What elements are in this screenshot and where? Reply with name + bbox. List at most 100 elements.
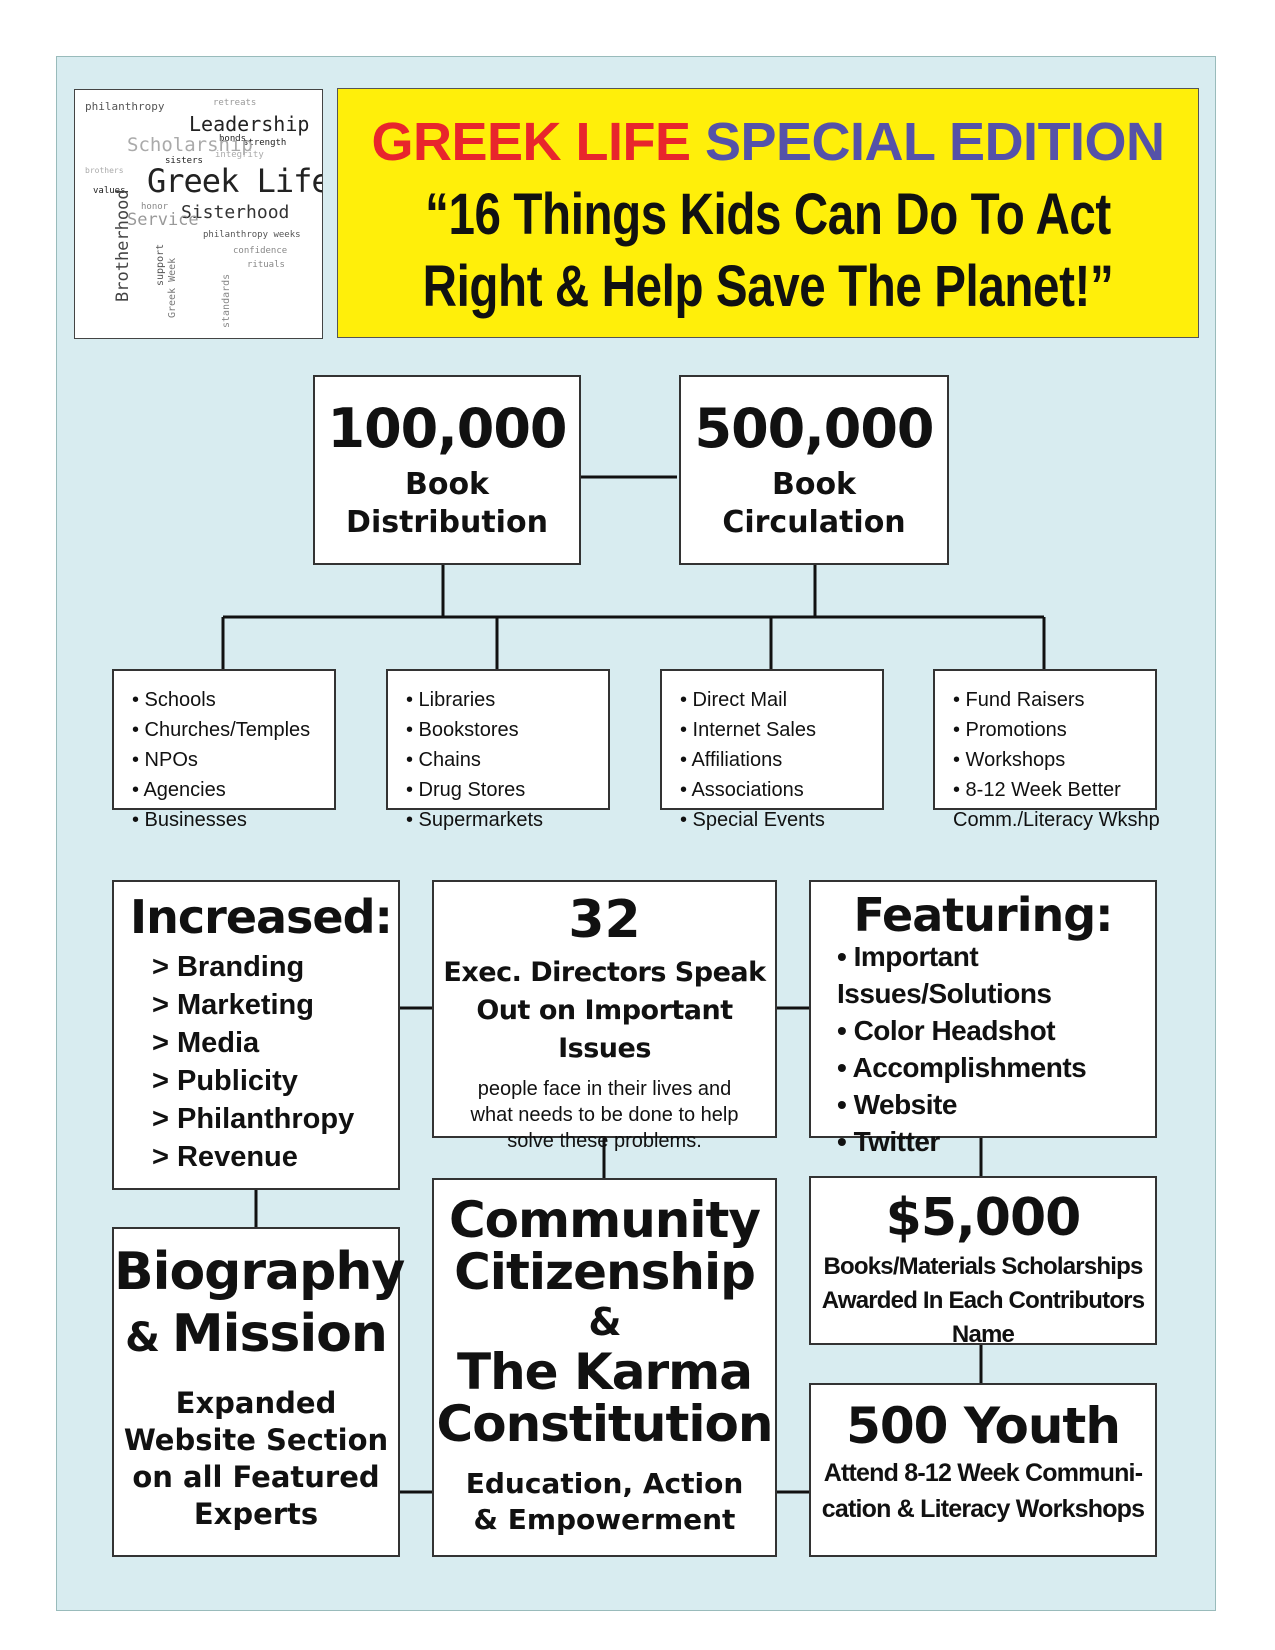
scholarship-box: $5,000 Books/Materials Scholarships Awar… (809, 1176, 1157, 1348)
list-item: • Associations (680, 779, 804, 801)
cloud-word: Brotherhood (113, 189, 133, 302)
community-title-line: Constitution (436, 1395, 774, 1453)
list-item: > Branding (152, 951, 305, 983)
list-item: • Website (837, 1089, 957, 1120)
circulation-label-line: Book (771, 467, 857, 502)
list-item: > Philanthropy (152, 1103, 355, 1135)
circulation-label: Book Circulation (681, 466, 947, 542)
edition-heading-red: GREEK LIFE (371, 112, 691, 172)
list-item: • Schools (132, 689, 216, 711)
biography-title-line: Biography (114, 1242, 405, 1302)
biography-mission: Mission (171, 1304, 388, 1364)
biography-title: Biography & Mission (114, 1241, 405, 1369)
featuring-list: • Important Issues/Solutions • Color Hea… (837, 938, 1155, 1160)
directors-desc-line: what needs to be done to help (470, 1104, 739, 1126)
cloud-word: Greek Week (167, 257, 178, 318)
community-subtitle-line: Education, Action (465, 1467, 744, 1500)
distribution-label-line: Distribution (346, 505, 548, 540)
featuring-box: Featuring: • Important Issues/Solutions … (809, 880, 1157, 1157)
circulation-label-line: Circulation (722, 505, 906, 540)
distribution-number: 100,000 (327, 397, 568, 460)
distribution-box: 100,000 Book Distribution (313, 375, 581, 565)
edition-heading-blue: SPECIAL EDITION (704, 112, 1165, 172)
youth-box: 500 Youth Attend 8-12 Week Communi- cati… (809, 1383, 1157, 1557)
youth-line: Attend 8-12 Week Communi- (823, 1459, 1143, 1487)
channel-list-2: • Libraries • Bookstores • Chains • Drug… (386, 669, 610, 831)
cloud-word: Service (127, 210, 199, 230)
list-item: • Affiliations (680, 749, 783, 771)
community-subtitle: Education, Action & Empowerment (434, 1466, 775, 1538)
cloud-word: support (155, 243, 166, 286)
directors-title-line: Exec. Directors Speak (443, 957, 766, 988)
list-item: • Twitter (837, 1126, 940, 1157)
cloud-word: philanthropy weeks (203, 230, 301, 240)
biography-desc-line: Experts (193, 1497, 319, 1531)
biography-description: Expanded Website Section on all Featured… (114, 1385, 398, 1533)
circulation-box: 500,000 Book Circulation (679, 375, 949, 565)
biography-title-line2: & Mission (114, 1303, 398, 1369)
directors-desc-line: people face in their lives and (477, 1078, 732, 1100)
list-item: • Drug Stores (406, 779, 526, 801)
title-banner: GREEK LIFE SPECIAL EDITION “16 Things Ki… (337, 88, 1199, 338)
increased-list: > Branding > Marketing > Media > Publici… (152, 948, 398, 1176)
youth-description: Attend 8-12 Week Communi- cation & Liter… (811, 1455, 1155, 1527)
list-item: • Supermarkets (406, 809, 544, 831)
list-item: • Workshops (953, 749, 1066, 771)
community-ampersand: & (588, 1300, 621, 1344)
cloud-word: Sisterhood (181, 202, 290, 223)
list-item: Comm./Literacy Wkshp (953, 809, 1160, 831)
cloud-word: bonds (219, 134, 247, 144)
increased-heading: Increased: (130, 890, 393, 944)
community-box: Community Citizenship & The Karma Consti… (432, 1178, 777, 1557)
distribution-label-line: Book (404, 467, 490, 502)
directors-desc-line: solve these problems. (507, 1130, 702, 1152)
list-item: • Important Issues/Solutions (837, 941, 1052, 1009)
edition-heading: GREEK LIFE SPECIAL EDITION (338, 111, 1198, 173)
scholarship-description: Books/Materials Scholarships Awarded In … (811, 1250, 1155, 1352)
biography-desc-line: Expanded (175, 1386, 337, 1420)
cloud-word: honor (141, 202, 169, 212)
list-item: • Promotions (953, 719, 1067, 741)
cloud-word: standards (221, 273, 232, 328)
book-title-line: “16 Things Kids Can Do To Act (425, 182, 1111, 247)
list-item: > Revenue (152, 1141, 298, 1173)
channel-list-3: • Direct Mail • Internet Sales • Affilia… (660, 669, 884, 831)
list-item: • Internet Sales (680, 719, 816, 741)
list-item: • Color Headshot (837, 1015, 1056, 1046)
community-subtitle-line: & Empowerment (473, 1503, 736, 1536)
directors-title: Exec. Directors Speak Out on Important I… (434, 954, 775, 1068)
list-item: • Agencies (132, 779, 226, 801)
list-item: • Libraries (406, 689, 496, 711)
scholarship-line: Awarded In Each Contributors Name (821, 1287, 1145, 1348)
list-item: • Fund Raisers (953, 689, 1085, 711)
directors-number: 32 (568, 890, 641, 950)
increased-box: Increased: > Branding > Marketing > Medi… (112, 880, 400, 1190)
list-item: • NPOs (132, 749, 198, 771)
biography-box: Biography & Mission Expanded Website Sec… (112, 1227, 405, 1557)
cloud-word: rituals (247, 260, 285, 270)
biography-ampersand: & (125, 1315, 172, 1361)
biography-desc-line: Website Section (123, 1423, 389, 1457)
cloud-word: confidence (233, 246, 288, 256)
list-item: > Marketing (152, 989, 314, 1021)
community-title-line: The Karma (456, 1343, 753, 1401)
cloud-word: philanthropy (85, 100, 165, 113)
community-title-line: Community (448, 1191, 761, 1249)
biography-desc-line: on all Featured (132, 1460, 380, 1494)
directors-box: 32 Exec. Directors Speak Out on Importan… (432, 880, 777, 1152)
cloud-word: Scholarship (127, 134, 253, 156)
cloud-word: retreats (213, 98, 257, 108)
book-title-line: Right & Help Save The Planet!” (422, 254, 1114, 319)
scholarship-line: Books/Materials Scholarships (823, 1253, 1143, 1280)
directors-description: people face in their lives and what need… (434, 1076, 775, 1154)
youth-heading: 500 Youth (846, 1397, 1121, 1455)
youth-line: cation & Literacy Workshops (821, 1495, 1145, 1523)
cloud-word: strength (243, 138, 287, 148)
list-item: • Accomplishments (837, 1052, 1087, 1083)
cloud-word: Leadership (189, 112, 310, 136)
cloud-word: integrity (215, 150, 264, 160)
community-title-line: Citizenship (454, 1243, 756, 1301)
list-item: • Bookstores (406, 719, 519, 741)
channel-list-1: • Schools • Churches/Temples • NPOs • Ag… (112, 669, 336, 831)
